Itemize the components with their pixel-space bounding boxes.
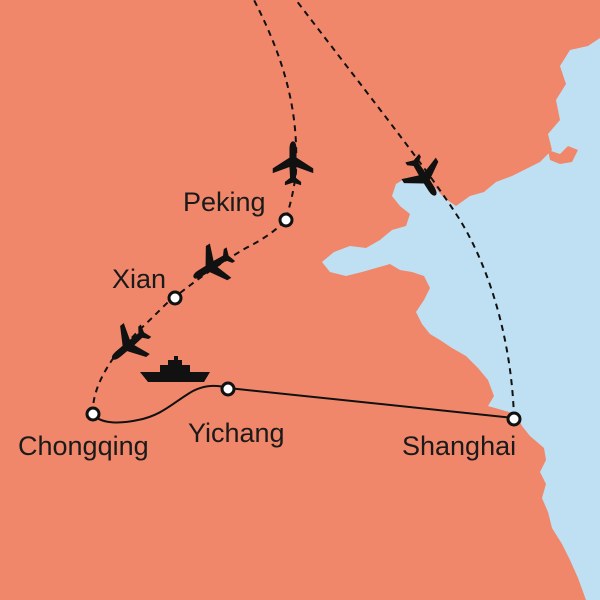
- city-dot-xian[interactable]: [167, 290, 183, 306]
- city-dot-yichang[interactable]: [220, 381, 236, 397]
- flight-route-chongqing-peking: [91, 217, 287, 415]
- city-dot-shanghai[interactable]: [506, 411, 522, 427]
- flight-route-shanghai-north: [295, 0, 515, 419]
- city-label-chongqing: Chongqing: [18, 431, 149, 461]
- ship-icon: [140, 356, 210, 382]
- city-dot-chongqing[interactable]: [85, 406, 101, 422]
- sea: [322, 38, 600, 600]
- surface-route-line: [227, 387, 515, 419]
- sea-islands: [548, 146, 578, 164]
- city-label-shanghai: Shanghai: [402, 431, 516, 461]
- cruise-route-line: [92, 385, 229, 424]
- city-label-yichang: Yichang: [188, 418, 285, 448]
- city-label-peking: Peking: [183, 187, 266, 217]
- city-label-xian: Xian: [112, 264, 166, 294]
- city-dot-peking[interactable]: [278, 212, 294, 228]
